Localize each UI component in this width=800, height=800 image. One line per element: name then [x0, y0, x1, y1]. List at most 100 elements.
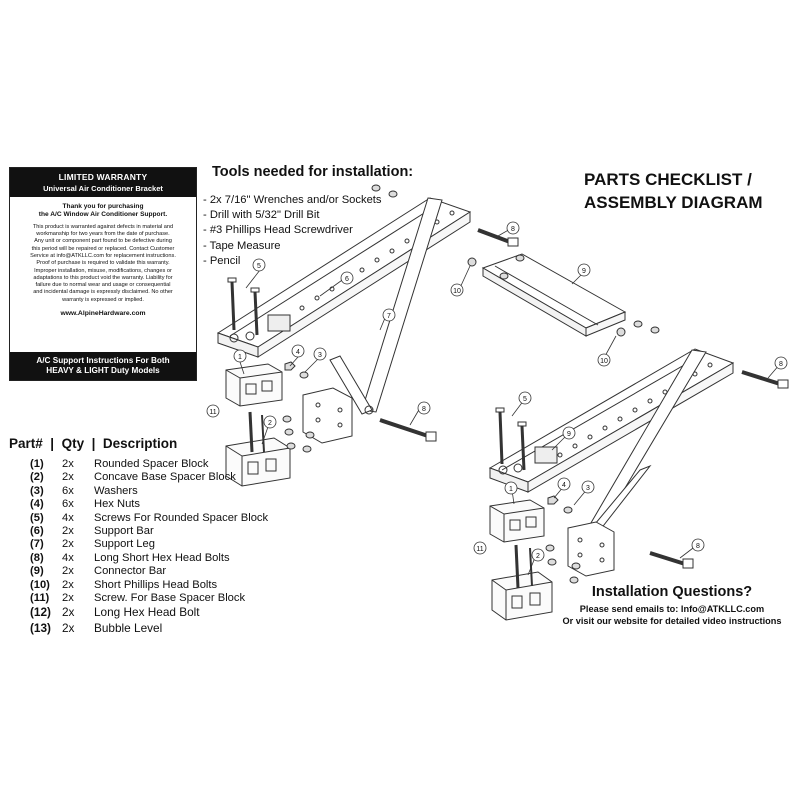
callout-10-top-right: 10 — [600, 358, 608, 365]
part-description: Hex Nuts — [94, 498, 141, 511]
part-number: (1) — [30, 458, 44, 470]
foot-bracket-right — [567, 521, 615, 577]
rounded-spacer-block-left — [225, 363, 283, 407]
support-bar-right — [488, 348, 735, 493]
warranty-footer: A/C Support Instructions For Both HEAVY … — [10, 352, 196, 380]
part-description: Concave Base Spacer Block — [94, 471, 236, 484]
bubble-level-left — [267, 314, 291, 332]
header-divider: | — [46, 436, 58, 451]
callout-2-right: 2 — [536, 553, 540, 560]
installation-website-line: Or visit our website for detailed video … — [562, 616, 782, 626]
warranty-text-line: and incidental damage is expressly discl… — [33, 289, 173, 296]
callout-10-top-left: 10 — [453, 288, 461, 295]
part-number: (10) — [30, 578, 50, 591]
long-bolt-left — [379, 418, 437, 442]
callout-7-left: 7 — [387, 313, 391, 320]
part-number: (9) — [30, 565, 44, 578]
part-description: Long Hex Head Bolt — [94, 605, 200, 620]
warranty-text-line: this period will be repaired or replaced… — [31, 245, 175, 252]
part-number: (4) — [30, 498, 44, 511]
base-spacer-block-right — [491, 571, 553, 621]
long-bolt-right-upper — [741, 370, 789, 389]
part-number: (13) — [30, 621, 51, 636]
tool-item: - #3 Phillips Head Screwdriver — [203, 224, 353, 237]
warranty-text-line: Service at info@ATKLLC.com for replaceme… — [30, 253, 176, 259]
warranty-text-line: Any unit or component part found to be d… — [34, 238, 172, 245]
part-qty: 2x — [62, 621, 75, 636]
callout-5-right: 5 — [523, 396, 527, 403]
warranty-thanks: Thank you for purchasing the A/C Window … — [16, 203, 190, 220]
warranty-footer-line-2: HEAVY & LIGHT Duty Models — [46, 366, 160, 375]
part-number: (6) — [30, 524, 44, 537]
screws-left — [227, 277, 260, 336]
callout-9-right: 9 — [567, 431, 571, 438]
header-description: Description — [102, 436, 178, 451]
part-qty: 2x — [62, 605, 75, 620]
part-qty: 2x — [62, 458, 74, 470]
part-description: Rounded Spacer Block — [94, 458, 209, 470]
part-number: (2) — [30, 471, 44, 484]
tools-list: - 2x 7/16" Wrenches and/or Sockets - Dri… — [203, 193, 382, 269]
part-number: (7) — [30, 538, 44, 551]
tool-item: - Pencil — [203, 254, 241, 267]
tool-item: - Drill with 5/32" Drill Bit — [203, 209, 320, 222]
callout-8-top: 8 — [511, 226, 515, 233]
part-qty: 2x — [62, 524, 74, 537]
part-qty: 4x — [62, 551, 74, 564]
warranty-text-line: failure due to normal wear and usage or … — [35, 282, 171, 289]
callout-1-right: 1 — [509, 486, 513, 493]
bubble-level-right — [534, 446, 558, 464]
warranty-text-line: Improper installation, misuse, modificat… — [34, 267, 172, 274]
callout-3-left: 3 — [318, 352, 322, 359]
warranty-footer-line-1: A/C Support Instructions For Both — [36, 356, 170, 365]
part-qty: 2x — [62, 471, 74, 484]
long-bolt-right-lower — [649, 551, 694, 569]
warranty-body: Thank you for purchasing the A/C Window … — [10, 197, 196, 319]
installation-questions-title: Installation Questions? — [591, 584, 753, 600]
tool-item: - Tape Measure — [203, 239, 281, 252]
installation-questions: Installation Questions? Please send emai… — [555, 584, 789, 627]
warranty-header: LIMITED WARRANTY Universal Air Condition… — [10, 168, 196, 197]
foot-bracket-left — [302, 387, 353, 444]
part-description: Support Leg — [94, 538, 155, 551]
warranty-website: www.AlpineHardware.com — [60, 310, 146, 318]
warranty-text-line: adaptations to this product void the war… — [33, 274, 173, 281]
callout-5-left: 5 — [257, 263, 261, 270]
parts-table-header: Part# | Qty | Description — [9, 436, 177, 451]
part-qty: 6x — [62, 484, 74, 497]
callout-3-right: 3 — [586, 485, 590, 492]
part-number: (5) — [30, 511, 44, 524]
hardware-right — [545, 495, 581, 584]
warranty-thanks-line-2: the A/C Window Air Conditioner Support. — [38, 211, 168, 219]
part-number: (11) — [30, 591, 50, 604]
tool-item: - 2x 7/16" Wrenches and/or Sockets — [203, 194, 382, 206]
part-description: Connector Bar — [94, 565, 167, 578]
callout-11-left: 11 — [209, 409, 216, 416]
part-qty: 2x — [62, 591, 74, 604]
header-divider: | — [87, 436, 100, 451]
header-part-number: Part# — [9, 436, 43, 451]
callout-6-left: 6 — [345, 276, 349, 283]
callout-8-right-upper: 8 — [779, 361, 783, 368]
part-description: Washers — [94, 484, 138, 497]
part-description: Bubble Level — [94, 621, 163, 636]
part-qty: 2x — [62, 538, 74, 551]
part-description: Screw. For Base Spacer Block — [94, 591, 246, 604]
part-qty: 6x — [62, 498, 74, 511]
parts-checklist-heading: PARTS CHECKLIST / ASSEMBLY DIAGRAM — [584, 168, 763, 214]
base-spacer-block-left — [225, 437, 291, 487]
part-description: Screws For Rounded Spacer Block — [94, 511, 269, 524]
screws-right — [495, 407, 527, 471]
hardware-left — [282, 184, 398, 453]
callout-9-top: 9 — [582, 268, 586, 275]
long-bolt-top — [477, 228, 519, 247]
part-number: (3) — [30, 484, 44, 497]
checklist-heading-line-2: ASSEMBLY DIAGRAM — [584, 193, 763, 212]
support-leg-left — [329, 197, 443, 415]
callout-8-left: 8 — [422, 406, 426, 413]
rounded-spacer-block-right — [489, 499, 545, 543]
warranty-text-line: warranty is expressed or implied. — [62, 296, 144, 303]
part-number: (12) — [30, 605, 51, 620]
part-qty: 2x — [62, 578, 74, 591]
